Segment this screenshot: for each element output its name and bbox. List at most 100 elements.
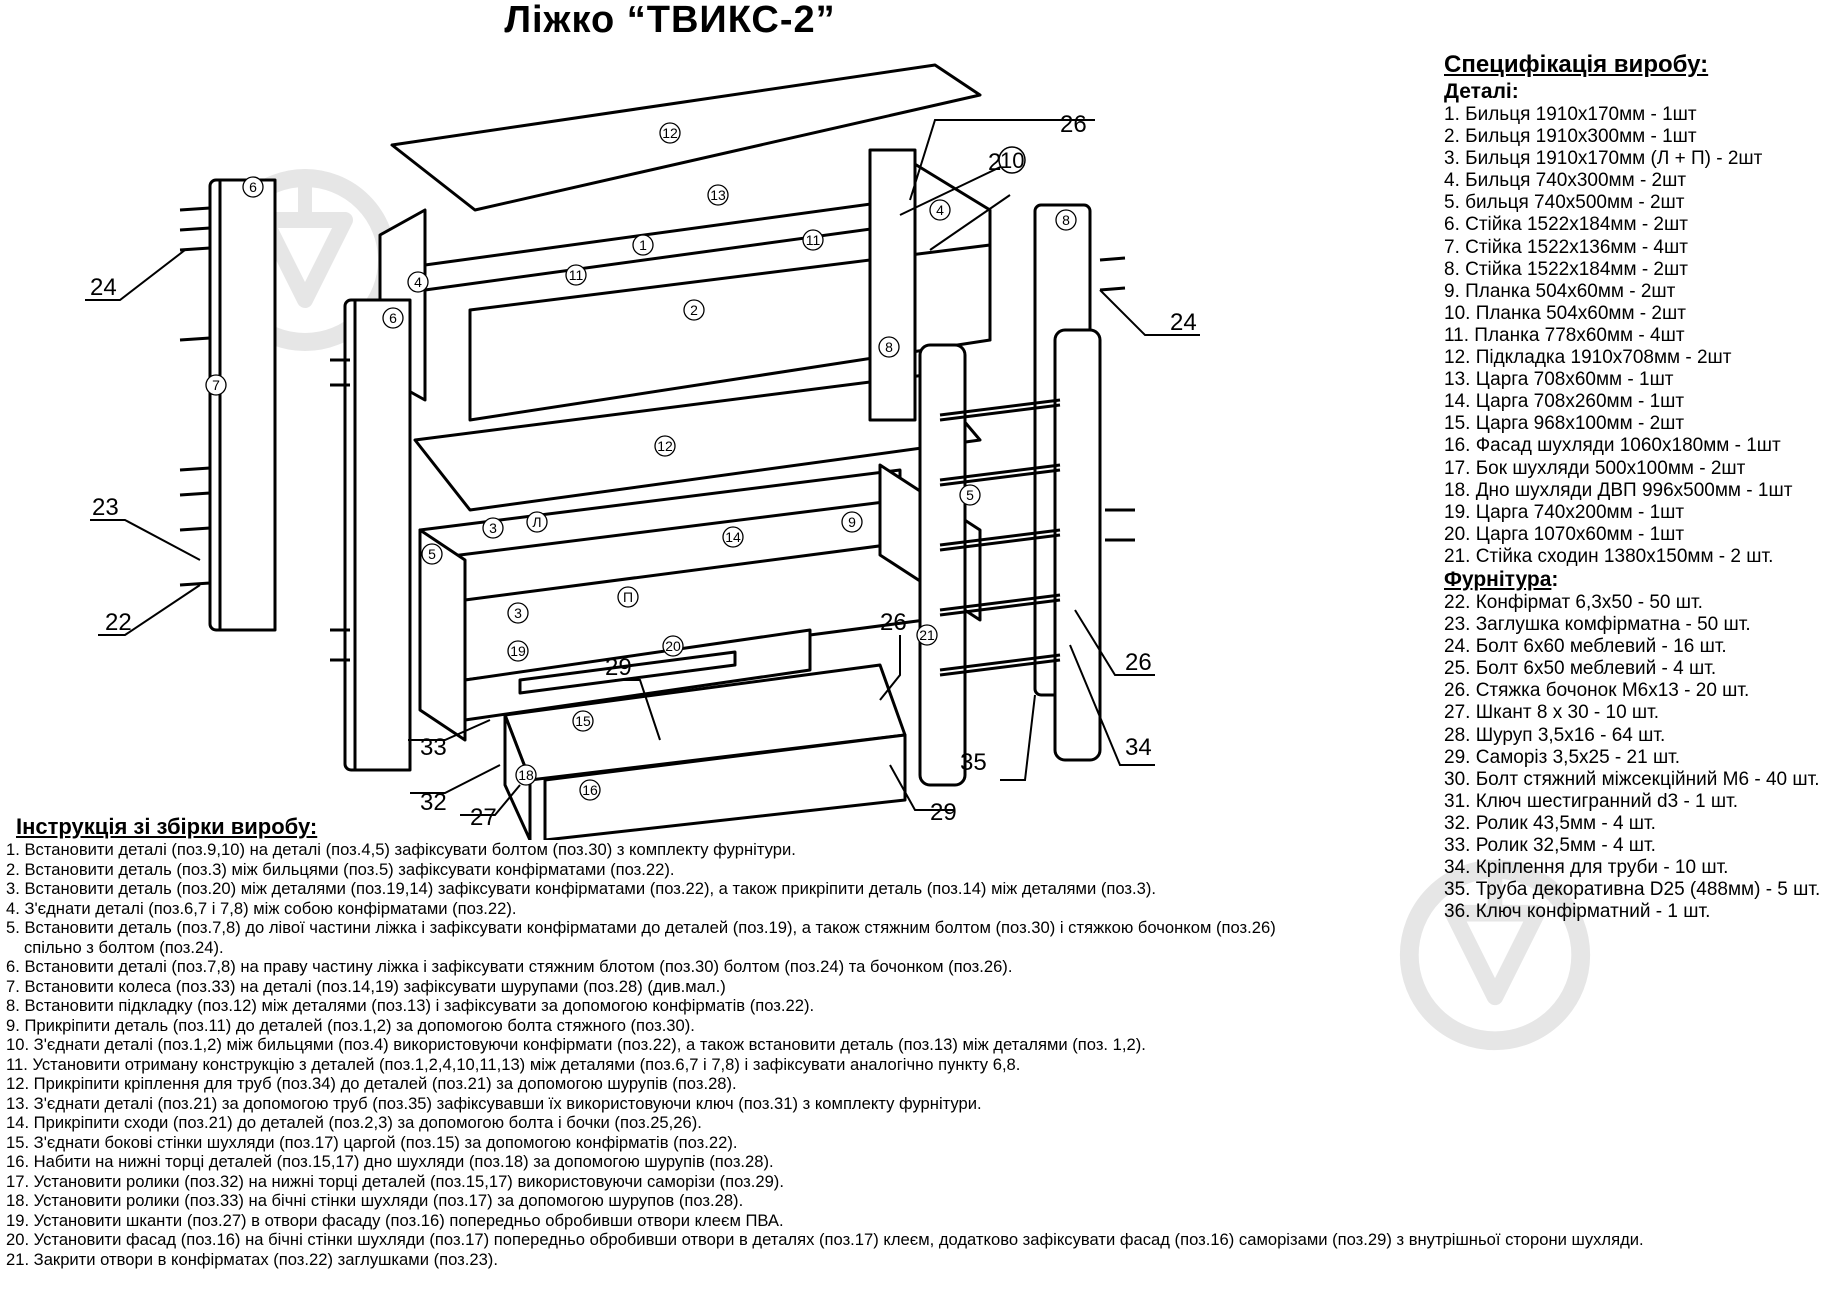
list-item: 31. Ключ шестигранний d3 - 1 шт.	[1444, 790, 1739, 812]
callout-label: 27	[470, 804, 497, 831]
assembly-diagram: 26 25 24 24 23 22 26 33 32 27 29 29 35 3…	[85, 63, 1200, 840]
specification: Специфікація виробу: Деталі: 1. Бильця 1…	[1444, 50, 1829, 923]
instruction-step: 1. Встановити деталі (поз.9,10) на детал…	[6, 840, 796, 859]
instruction-step: 14. Прикріпити сходи (поз.21) до деталей…	[6, 1113, 702, 1132]
part-label: 20	[665, 638, 681, 654]
callout-label: 10	[1000, 148, 1024, 173]
part-label: 12	[657, 438, 673, 454]
list-item: 24. Болт 6х60 меблевий - 16 шт.	[1444, 636, 1727, 658]
page-title: Ліжко “ТВИКС-2”	[504, 0, 836, 41]
callout-label: 29	[930, 799, 957, 826]
part-label: 12	[662, 125, 678, 141]
part-label: 5	[966, 487, 974, 503]
watermark-icon	[1399, 859, 1591, 1051]
part-label: 6	[249, 179, 257, 195]
list-item: 9. Планка 504х60мм - 2шт	[1444, 280, 1676, 302]
part-label: 8	[1062, 212, 1070, 228]
part-5-left-lower	[418, 528, 467, 742]
part-label: 7	[212, 377, 220, 393]
list-item: 19. Царга 740х200мм - 1шт	[1444, 501, 1685, 523]
part-16-drawer-front	[543, 733, 907, 840]
callout-label: 32	[420, 789, 447, 816]
part-12-top-panel	[390, 63, 982, 212]
callout-label: 29	[605, 654, 632, 681]
part-8-back-post	[868, 148, 917, 422]
instruction-step: 4. З'єднати деталі (поз.6,7 і 7,8) між с…	[6, 898, 517, 918]
instruction-step: 12. Прикріпити кріплення для труб (поз.3…	[6, 1074, 737, 1093]
list-item: 36. Ключ конфірматний - 1 шт.	[1444, 901, 1711, 923]
part-label: 4	[936, 202, 944, 218]
list-item: 20. Царга 1070х60мм - 1шт	[1444, 523, 1685, 545]
part-label: 5	[428, 546, 436, 562]
instruction-step: 10. З'єднати деталі (поз.1,2) між бильця…	[6, 1035, 1146, 1054]
instruction-step: 19. Установити шканти (поз.27) в отвори …	[6, 1210, 784, 1230]
instruction-step: 15. З'єднати бокові стінки шухляди (поз.…	[6, 1132, 738, 1152]
part-7-left-post-front	[353, 298, 412, 772]
instruction-step: 7. Встановити колеса (поз.33) на деталі …	[6, 976, 726, 996]
part-21-ladder-right	[1053, 328, 1102, 762]
part-label: 8	[885, 339, 893, 355]
part-2-upper-rail	[468, 243, 992, 422]
list-item: 28. Шуруп 3,5х16 - 64 шт.	[1444, 724, 1666, 746]
list-item: 22. Конфірмат 6,3х50 - 50 шт.	[1444, 591, 1703, 613]
instruction-step: 3. Встановити деталь (поз.20) між деталя…	[6, 879, 1156, 898]
list-item: 34. Кріплення для труби - 10 шт.	[1444, 857, 1729, 879]
list-item: 11. Планка 778х60мм - 4шт	[1444, 324, 1685, 346]
list-item: 4. Бильця 740х300мм - 2шт	[1444, 170, 1687, 192]
list-item: 8. Стійка 1522х184мм - 2шт	[1444, 258, 1688, 280]
list-item: 25. Болт 6х50 меблевий - 4 шт.	[1444, 658, 1717, 680]
list-item: 33. Ролик 32,5мм - 4 шт.	[1444, 835, 1656, 856]
list-item: 7. Стійка 1522х136мм - 4шт	[1444, 236, 1688, 258]
part-12-lower-panel	[413, 373, 982, 512]
list-item: 13. Царга 708х60мм - 1шт	[1444, 369, 1674, 391]
instruction-step: 6. Встановити деталі (поз.7,8) на праву …	[6, 957, 1013, 976]
hardware-label-colon: :	[1551, 567, 1559, 591]
instruction-step: 13. З'єднати деталі (поз.21) за допомого…	[6, 1093, 982, 1113]
part-label: 11	[569, 267, 584, 283]
instruction-step: 9. Прикріпити деталь (поз.11) до деталей…	[6, 1015, 695, 1035]
list-item: 29. Саморіз 3,5х25 - 21 шт.	[1444, 746, 1681, 768]
instruction-step: 11. Установити отриману конструкцію з де…	[6, 1054, 1021, 1074]
callout-label: 34	[1125, 734, 1152, 761]
part-label: 19	[510, 643, 526, 659]
part-label: 9	[848, 514, 856, 530]
callout-label: 23	[92, 494, 119, 521]
callout-label: 26	[1125, 649, 1152, 676]
list-item: 18. Дно шухляди ДВП 996х500мм - 1шт	[1444, 479, 1793, 501]
list-item: 23. Заглушка комфірматна - 50 шт.	[1444, 614, 1751, 636]
list-item: 26. Стяжка бочонок М6х13 - 20 шт.	[1444, 680, 1750, 702]
part-label: 21	[919, 627, 935, 643]
list-item: 14. Царга 708х260мм - 1шт	[1444, 391, 1685, 413]
callout-label: 26	[1060, 111, 1087, 138]
list-item: 21. Стійка сходин 1380х150мм - 2 шт.	[1444, 545, 1774, 567]
list-item: 12. Підкладка 1910х708мм - 2шт	[1444, 347, 1732, 369]
part-7-left-post-back	[218, 178, 277, 632]
part-label: Л	[532, 514, 541, 530]
hardware-label: Фурнітура	[1444, 567, 1552, 591]
parts-label: Деталі:	[1444, 80, 1519, 103]
instructions-heading: Інструкція зі збірки виробу:	[16, 814, 318, 839]
list-item: 6. Стійка 1522х184мм - 2шт	[1444, 214, 1688, 236]
callout-label: 24	[1170, 309, 1197, 336]
assembly-instructions: Інструкція зі збірки виробу: 1. Встанови…	[6, 814, 1833, 1269]
list-item: 15. Царга 968х100мм - 2шт	[1444, 413, 1685, 435]
hardware-list: 22. Конфірмат 6,3х50 - 50 шт. 23. Заглуш…	[1444, 592, 1829, 923]
part-label: 6	[389, 310, 397, 326]
part-20-rail	[518, 650, 737, 695]
part-label: 4	[414, 274, 422, 290]
part-label: П	[623, 589, 633, 605]
callout-label: 33	[420, 734, 447, 761]
list-item: 5. бильця 740х500мм - 2шт	[1444, 192, 1685, 214]
part-label: 3	[489, 520, 497, 536]
instruction-step: спільно з болтом (поз.24).	[24, 937, 224, 957]
list-item: 32. Ролик 43,5мм - 4 шт.	[1444, 812, 1656, 834]
list-item: 27. Шкант 8 х 30 - 10 шт.	[1444, 702, 1660, 724]
part-label: 11	[806, 232, 821, 248]
list-item: 3. Бильця 1910х170мм (Л + П) - 2шт	[1444, 148, 1763, 170]
part-label: 15	[575, 713, 591, 729]
instruction-step: 5. Встановити деталь (поз.7,8) до лівої …	[6, 918, 1276, 937]
instruction-step: 18. Установити ролики (поз.33) на бічні …	[6, 1191, 744, 1210]
list-item: 35. Труба декоративна D25 (488мм) - 5 шт…	[1444, 879, 1821, 901]
callout-label: 24	[90, 274, 117, 301]
callout-label: 35	[960, 749, 987, 776]
